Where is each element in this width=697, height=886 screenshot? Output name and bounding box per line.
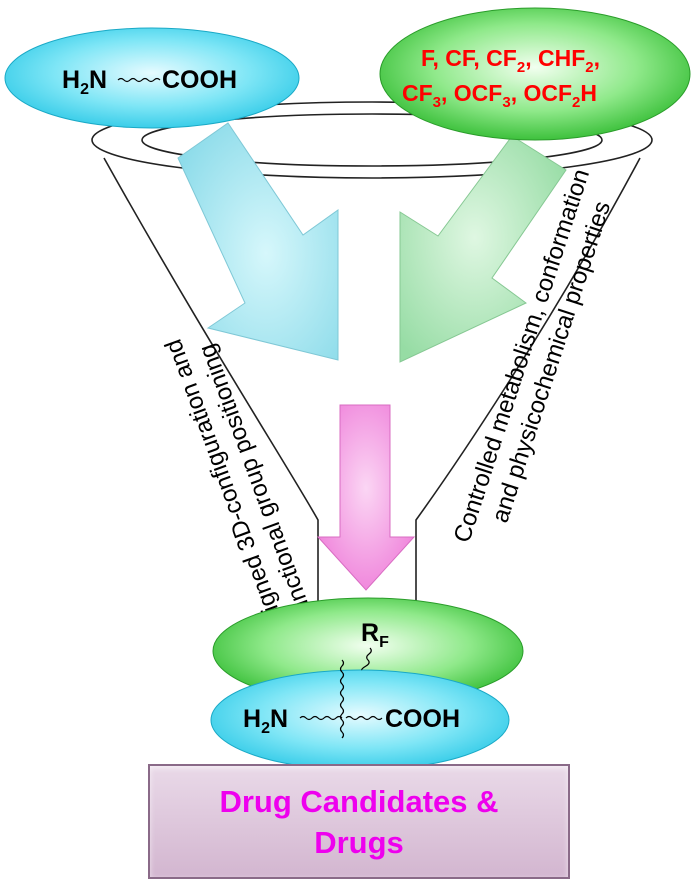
acid-label: COOH	[162, 66, 237, 94]
vertical-wavy-bond	[339, 659, 345, 739]
pink-arrow	[316, 404, 416, 591]
drug-box-line-1: Drug Candidates &	[219, 784, 499, 819]
drug-box-line-2: Drugs	[314, 825, 404, 860]
wavy-bond	[117, 77, 161, 83]
rf-wavy-bond	[361, 647, 372, 671]
product-amine-label: H2N	[243, 705, 288, 737]
fluorine-groups-oval: F, CF, CF2, CHF2, CF3, OCF3, OCF2H	[379, 7, 691, 141]
green-arrow	[399, 135, 567, 363]
amine-label: H2N	[62, 66, 107, 98]
funnel-right-wall	[415, 157, 641, 640]
funnel	[91, 101, 653, 640]
product-acid-label: COOH	[385, 705, 460, 733]
fluorine-line-2: CF3, OCF3, OCF2H	[402, 80, 597, 111]
rf-label: RF	[361, 619, 389, 651]
fluorinated-amino-acid: RF H2N COOH	[210, 597, 524, 771]
drug-candidates-box: Drug Candidates & Drugs	[148, 764, 570, 879]
funnel-rim-outer	[91, 101, 653, 179]
funnel-rim-inner	[141, 113, 603, 167]
funnel-left-wall	[103, 157, 319, 640]
left-wavy-bond	[299, 715, 343, 721]
fluorine-line-1: F, CF, CF2, CHF2,	[421, 45, 600, 76]
blue-arrow	[177, 122, 339, 361]
amino-acid-oval: H2N COOH	[4, 27, 300, 129]
right-wavy-bond	[345, 715, 383, 721]
